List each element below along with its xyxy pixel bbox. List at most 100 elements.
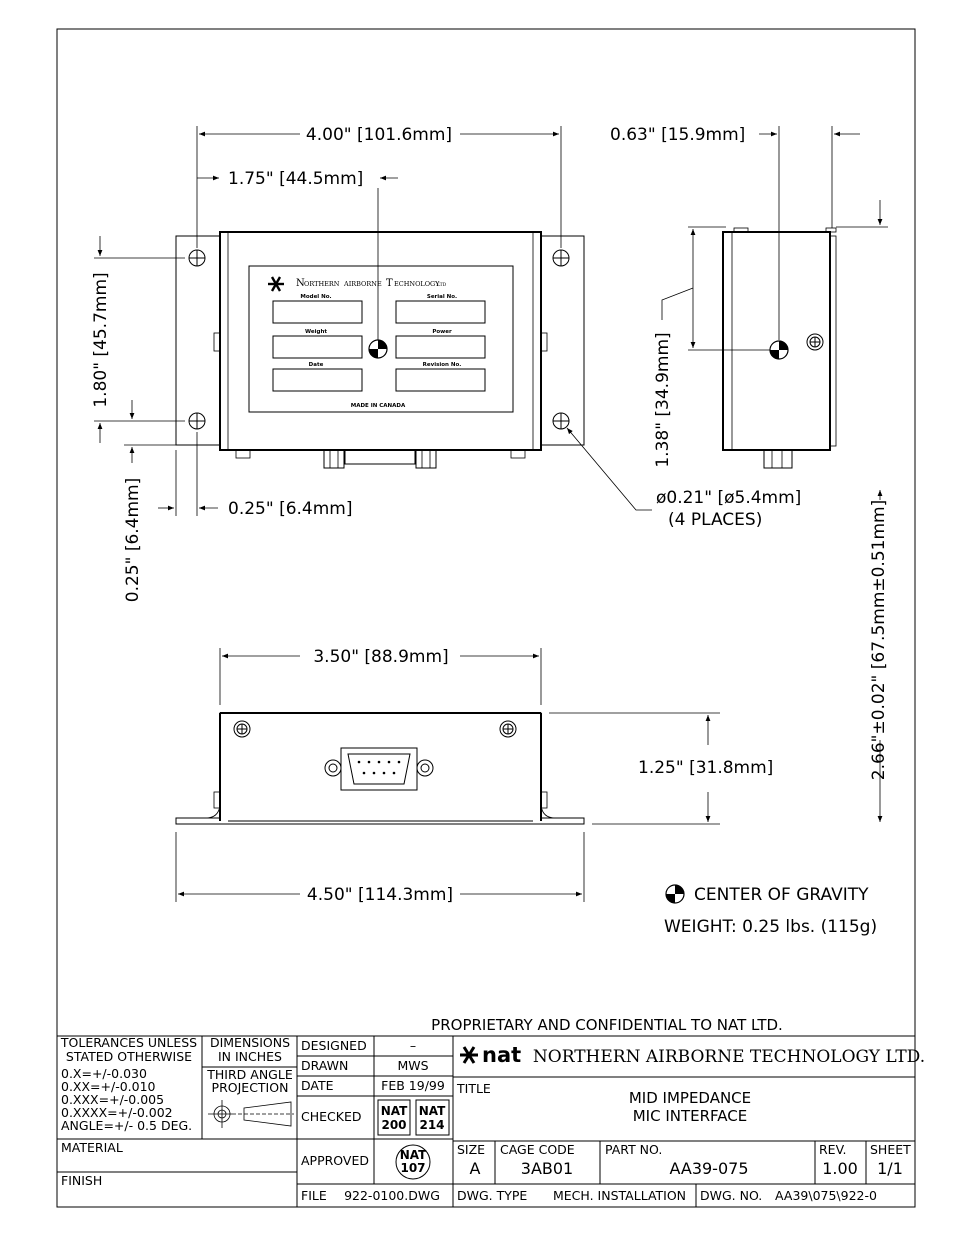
dim-bottom-flange-width: 4.50" [114.3mm] — [307, 885, 453, 905]
sheet-value: 1/1 — [877, 1159, 903, 1178]
part-no-label: PART NO. — [605, 1142, 662, 1157]
dwg-no-value: AA39\075\922-0 — [775, 1188, 877, 1203]
dim-hole-count: (4 PLACES) — [668, 510, 762, 530]
center-of-gravity-icon — [769, 340, 789, 360]
plate-brand-orthern: ORTHERN — [304, 280, 340, 288]
dim-bottom-body-height: 1.25" [31.8mm] — [638, 758, 773, 778]
legend: CENTER OF GRAVITY WEIGHT: 0.25 lbs. (115… — [664, 884, 877, 937]
dim-hole-offset: 1.75" [44.5mm] — [228, 169, 363, 189]
nat-star-icon — [268, 276, 284, 292]
size-label: SIZE — [457, 1142, 485, 1157]
dwg-type-value: MECH. INSTALLATION — [553, 1188, 686, 1203]
tolerance-xxx: 0.XXX=+/-0.005 — [61, 1092, 164, 1107]
center-of-gravity-icon — [368, 339, 388, 359]
nat-logo-text: nat — [482, 1043, 521, 1067]
rev-value: 1.00 — [822, 1159, 858, 1178]
plate-power-label: Power — [432, 329, 452, 335]
plate-date-box — [272, 368, 363, 392]
plate-weight-label: Weight — [305, 329, 327, 335]
dim-side-height: 1.38" [34.9mm] — [653, 332, 673, 467]
third-angle-projection-icon — [208, 1100, 294, 1128]
plate-brand-airborne: AIRBORNE — [343, 280, 382, 288]
part-no-value: AA39-075 — [669, 1159, 748, 1178]
finish-label: FINISH — [61, 1173, 102, 1188]
mounting-hole-icon — [552, 412, 570, 430]
nat-logo-icon — [460, 1046, 478, 1064]
dim-side-offset: 0.63" [15.9mm] — [610, 125, 745, 145]
drawing-title-2: MIC INTERFACE — [633, 1107, 748, 1125]
drawn-value: MWS — [397, 1058, 428, 1073]
label-plate — [248, 265, 514, 413]
dwg-type-label: DWG. TYPE — [457, 1188, 527, 1203]
tolerance-angle: ANGLE=+/- 0.5 DEG. — [61, 1118, 192, 1133]
plate-brand-echnology: ECHNOLOGY — [394, 280, 440, 288]
drawn-label: DRAWN — [301, 1058, 348, 1073]
plate-power-box — [395, 335, 486, 359]
dim-front-width: 4.00" [101.6mm] — [306, 125, 452, 145]
dimensions-units-1: DIMENSIONS — [210, 1035, 290, 1050]
plate-made-in: MADE IN CANADA — [351, 403, 406, 409]
approved-label: APPROVED — [301, 1153, 369, 1168]
tolerance-xx: 0.XX=+/-0.010 — [61, 1079, 156, 1094]
mounting-hole-icon — [188, 412, 206, 430]
plate-model-box — [272, 300, 363, 324]
rev-label: REV. — [819, 1142, 847, 1157]
bottom-view: 3.50" [88.9mm] 1.25" [31.8mm] 4.50" [114… — [175, 647, 773, 905]
plate-serial-label: Serial No. — [427, 294, 457, 300]
checker-stamp-2 — [415, 1099, 450, 1136]
approver-id: 107 — [400, 1161, 425, 1175]
cage-code-label: CAGE CODE — [500, 1142, 575, 1157]
checked-label: CHECKED — [301, 1109, 361, 1124]
dim-edge-offset-vertical: 0.25" [6.4mm] — [123, 478, 143, 603]
material-label: MATERIAL — [61, 1140, 123, 1155]
checker-stamp-1 — [377, 1099, 411, 1136]
front-view: N ORTHERN AIRBORNE T ECHNOLOGY LTD Model… — [91, 125, 801, 602]
dim-hole-spacing-vertical: 1.80" [45.7mm] — [91, 272, 111, 407]
file-value: 922-0100.DWG — [344, 1188, 440, 1203]
mounting-hole-icon — [188, 249, 206, 267]
dwg-no-label: DWG. NO. — [700, 1188, 762, 1203]
plate-brand-ltd: LTD — [437, 282, 447, 288]
approval-stamp — [395, 1144, 431, 1180]
title-block: PROPRIETARY AND CONFIDENTIAL TO NAT LTD.… — [57, 1016, 925, 1207]
plate-serial-box — [395, 300, 486, 324]
proprietary-notice: PROPRIETARY AND CONFIDENTIAL TO NAT LTD. — [431, 1016, 783, 1034]
projection-2: PROJECTION — [212, 1080, 289, 1095]
mounting-hole-icon — [552, 249, 570, 267]
plate-date-label: Date — [309, 362, 324, 368]
approver-name: NAT — [400, 1148, 427, 1162]
cage-code-value: 3AB01 — [521, 1159, 573, 1178]
title-label: TITLE — [456, 1081, 491, 1096]
projection-1: THIRD ANGLE — [206, 1067, 293, 1082]
dim-overall-height: 2.66"±0.02" [67.5mm±0.51mm] — [869, 500, 889, 780]
db9-connector-icon — [324, 747, 434, 791]
tolerance-xxxx: 0.XXXX=+/-0.002 — [61, 1105, 173, 1120]
plate-revision-label: Revision No. — [423, 362, 462, 368]
screw-icon — [499, 720, 517, 738]
dim-hole-diameter: ø0.21" [ø5.4mm] — [656, 488, 801, 508]
file-label: FILE — [301, 1188, 327, 1203]
checker-2-id: 214 — [419, 1118, 444, 1132]
drawing-title-1: MID IMPEDANCE — [629, 1089, 751, 1107]
plate-model-label: Model No. — [300, 294, 331, 300]
legend-weight: WEIGHT: 0.25 lbs. (115g) — [664, 917, 877, 937]
size-value: A — [470, 1159, 481, 1178]
tolerance-heading-1: TOLERANCES UNLESS — [60, 1035, 197, 1050]
company-name: NORTHERN AIRBORNE TECHNOLOGY LTD. — [533, 1047, 925, 1067]
plate-brand-t: T — [386, 278, 393, 289]
legend-cog-label: CENTER OF GRAVITY — [694, 885, 869, 905]
tolerance-x: 0.X=+/-0.030 — [61, 1066, 147, 1081]
checker-2-name: NAT — [419, 1104, 446, 1118]
plate-weight-box — [272, 335, 363, 359]
dim-bottom-body-width: 3.50" [88.9mm] — [313, 647, 448, 667]
sheet-label: SHEET — [870, 1142, 911, 1157]
sheet-border — [56, 28, 916, 1208]
tolerance-heading-2: STATED OTHERWISE — [66, 1049, 192, 1064]
date-value: FEB 19/99 — [381, 1078, 445, 1093]
plate-revision-box — [395, 368, 486, 392]
checker-1-id: 200 — [381, 1118, 406, 1132]
dimensions-units-2: IN INCHES — [218, 1049, 282, 1064]
dim-edge-offset-horizontal: 0.25" [6.4mm] — [228, 499, 353, 519]
screw-icon — [233, 720, 251, 738]
